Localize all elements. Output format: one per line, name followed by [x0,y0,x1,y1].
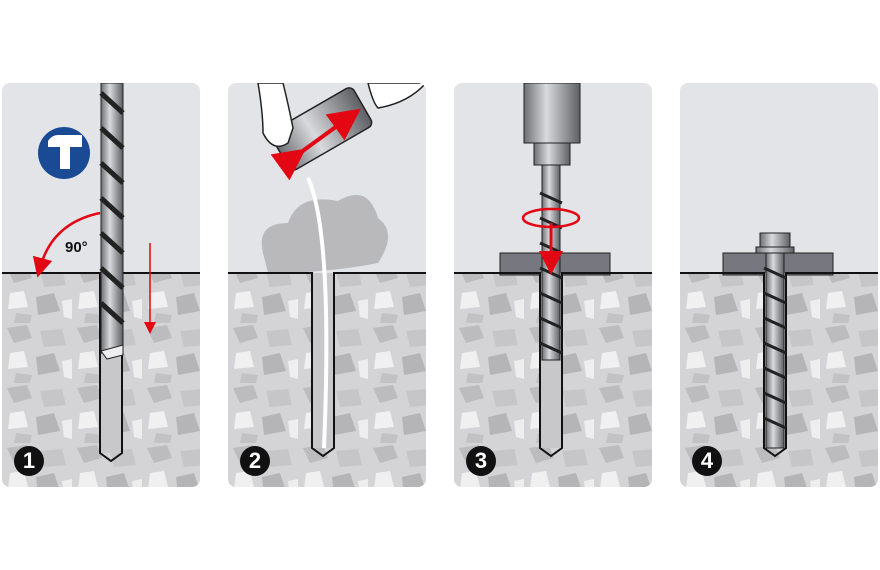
blow-tube [306,177,329,449]
hammer-t-glyph [48,135,82,169]
step-number: 2 [240,446,270,476]
step-number: 4 [692,446,722,476]
hand [257,83,294,148]
step-1-drill-panel: 90° 1 [2,83,200,487]
angle-arrow-icon [32,211,101,278]
step-number: 1 [14,446,44,476]
hand [367,83,426,109]
pump-motion-arrow-icon [270,108,361,181]
impact-wrench [523,83,581,166]
installed-screw-anchor [755,232,795,449]
angle-label: 90° [65,239,88,256]
step-2-clean-panel: 2 [228,83,426,487]
step-4-installed-panel: 4 [680,83,878,487]
drill-bit [99,83,125,360]
surface-line [228,272,426,458]
dust-cloud [261,194,388,273]
step-number: 3 [466,446,496,476]
step-3-set-panel: 3 [454,83,652,487]
surface-line [680,272,878,458]
